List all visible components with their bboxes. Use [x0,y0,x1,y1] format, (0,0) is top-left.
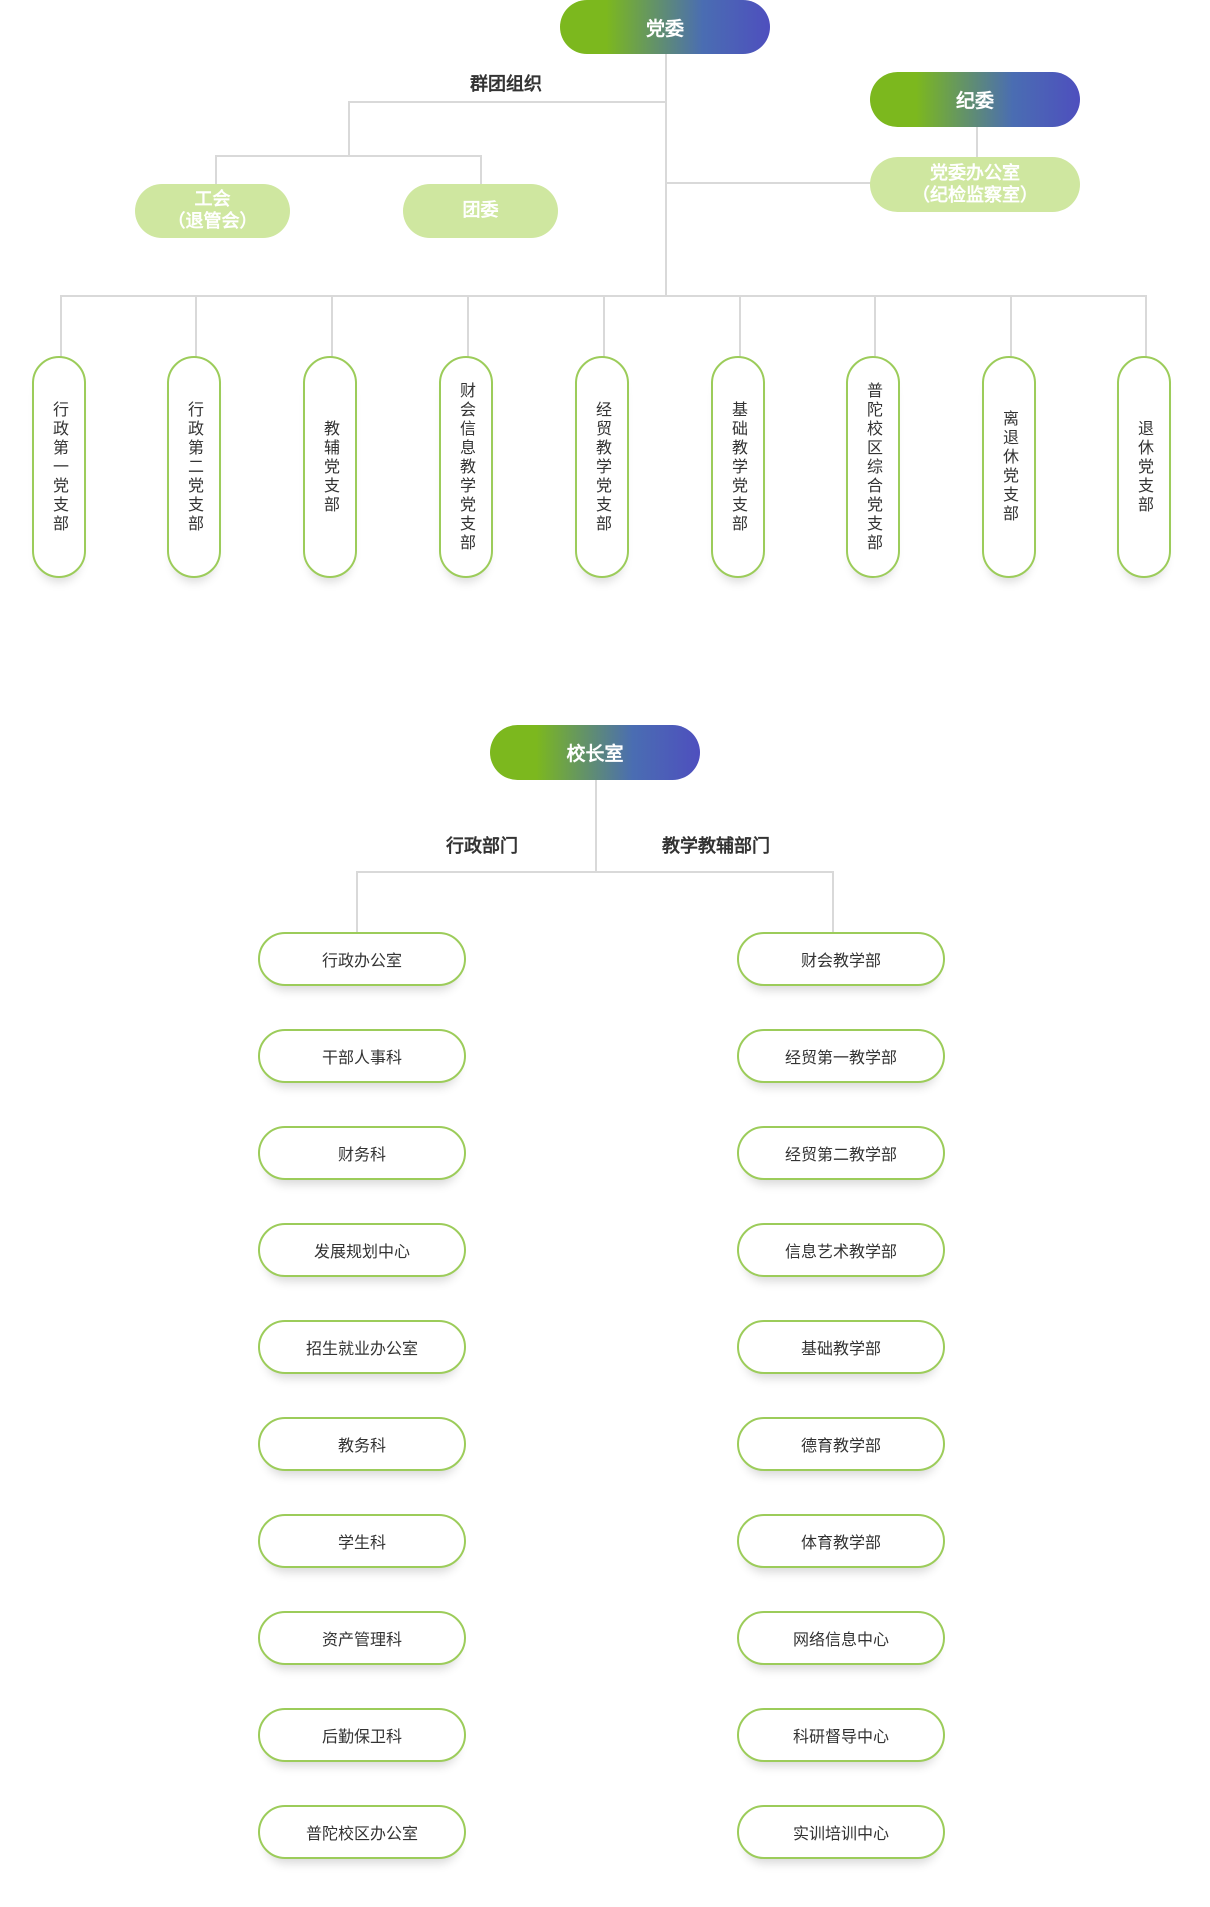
party-branch-node: 基础教学党支部 [711,356,765,578]
union-subname: （退管会） [167,211,258,232]
connector-line [976,127,978,158]
party-branch-name: 基础教学党支部 [729,400,748,534]
teaching-dept-node: 实训培训中心 [737,1805,945,1859]
admin-dept-node: 干部人事科 [258,1029,466,1083]
party-branch-name: 退休党支部 [1135,419,1154,515]
teaching-dept-node: 经贸第二教学部 [737,1126,945,1180]
connector-line [467,295,469,357]
teaching-departments-label: 教学教辅部门 [662,836,770,857]
party-branch-node: 教辅党支部 [303,356,357,578]
party-branch-node: 退休党支部 [1117,356,1171,578]
teaching-dept-node: 德育教学部 [737,1417,945,1471]
party-branch-name: 行政第二党支部 [185,400,204,534]
connector-line [348,101,667,103]
connector-line [215,155,217,185]
admin-dept-node: 资产管理科 [258,1611,466,1665]
party-branch-name: 经贸教学党支部 [593,400,612,534]
connector-line [1145,295,1147,357]
connector-line [356,871,358,933]
principal-office-label: 校长室 [566,743,624,765]
admin-dept-node: 行政办公室 [258,932,466,986]
party-committee-label: 党委 [645,17,684,40]
connector-line [603,295,605,357]
party-branch-node: 普陀校区综合党支部 [846,356,900,578]
connector-line [595,780,597,873]
connector-line [665,182,871,184]
teaching-dept-node: 经贸第一教学部 [737,1029,945,1083]
party-branch-node: 经贸教学党支部 [575,356,629,578]
teaching-dept-node: 基础教学部 [737,1320,945,1374]
teaching-dept-node: 信息艺术教学部 [737,1223,945,1277]
teaching-dept-node: 网络信息中心 [737,1611,945,1665]
party-branch-name: 教辅党支部 [321,419,340,515]
union-name: 工会 [194,189,231,210]
youth-league-name: 团委 [462,200,499,221]
teaching-dept-node: 财会教学部 [737,932,945,986]
mass-orgs-label: 群团组织 [470,74,542,95]
admin-dept-node: 财务科 [258,1126,466,1180]
party-committee-node: 党委 [560,0,770,54]
admin-dept-node: 学生科 [258,1514,466,1568]
party-office-subname: （纪检监察室） [912,184,1038,206]
party-branch-node: 行政第一党支部 [32,356,86,578]
connector-line [739,295,741,357]
principal-office-node: 校长室 [490,725,700,780]
connector-line [60,295,62,357]
connector-line [348,101,350,156]
party-branch-name: 财会信息教学党支部 [457,381,476,553]
admin-dept-node: 教务科 [258,1417,466,1471]
party-branch-node: 离退休党支部 [982,356,1036,578]
party-branch-name: 普陀校区综合党支部 [864,381,883,553]
party-branch-name: 行政第一党支部 [50,400,69,534]
connector-line [832,871,834,933]
connector-line [1010,295,1012,357]
youth-league-node: 团委 [403,184,558,238]
union-node: 工会 （退管会） [135,184,290,238]
admin-dept-node: 招生就业办公室 [258,1320,466,1374]
party-branch-name: 离退休党支部 [1000,410,1019,524]
teaching-dept-node: 体育教学部 [737,1514,945,1568]
admin-dept-node: 普陀校区办公室 [258,1805,466,1859]
connector-line [331,295,333,357]
discipline-committee-label: 纪委 [955,90,994,112]
connector-line [356,871,834,873]
teaching-dept-node: 科研督导中心 [737,1708,945,1762]
connector-line [874,295,876,357]
party-office-node: 党委办公室 （纪检监察室） [870,157,1080,212]
connector-line [665,52,667,296]
connector-line [480,155,482,185]
discipline-committee-node: 纪委 [870,72,1080,127]
party-branch-node: 行政第二党支部 [167,356,221,578]
party-office-name: 党委办公室 [930,162,1020,184]
admin-dept-node: 发展规划中心 [258,1223,466,1277]
connector-line [195,295,197,357]
admin-dept-node: 后勤保卫科 [258,1708,466,1762]
party-branch-node: 财会信息教学党支部 [439,356,493,578]
admin-departments-label: 行政部门 [446,836,518,857]
connector-line [215,155,481,157]
